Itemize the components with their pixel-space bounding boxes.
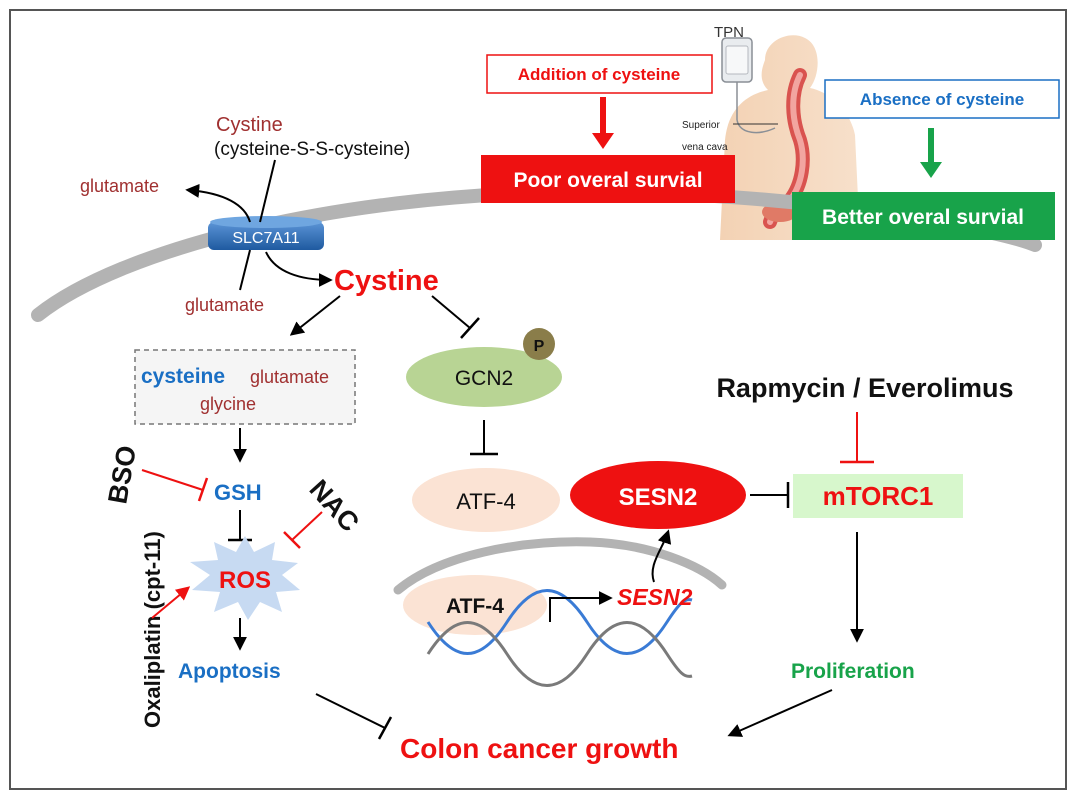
ros-label: ROS	[219, 567, 271, 594]
cystine-to-cysteine-arrow	[289, 295, 341, 336]
addition-cysteine-label: Addition of cysteine	[518, 65, 680, 84]
sesn2-protein-node	[570, 461, 746, 529]
dna-helix	[426, 589, 693, 687]
absence-cysteine-box	[824, 79, 1060, 119]
gsh-label: GSH	[214, 480, 262, 505]
mtorc1-node	[793, 474, 963, 518]
oxaliplatin-to-ros-arrow	[151, 586, 191, 619]
better-survival-box	[792, 192, 1055, 240]
bso-inhibits-gsh	[141, 469, 204, 491]
mtorc1-label: mTORC1	[823, 481, 934, 511]
sesn2-expression-arrow	[651, 529, 672, 583]
tpn-label: TPN	[714, 24, 744, 41]
better-survival-label: Better overal survial	[822, 206, 1024, 229]
bso-inhibits-gsh-bar	[197, 477, 209, 502]
proliferation-label: Proliferation	[791, 660, 915, 683]
absence-cysteine-label: Absence of cysteine	[860, 90, 1024, 109]
cysteine-label: cysteine	[141, 365, 225, 388]
nac-inhibits-ros-bar	[283, 531, 301, 549]
glutamate-in-label: glutamate	[185, 295, 264, 315]
cystine-entry-line	[259, 159, 276, 223]
slc7a11-label: SLC7A11	[232, 230, 299, 247]
poor-survival-box	[481, 155, 735, 203]
glutamate-export-arrow	[185, 183, 251, 223]
cystine-import-arrow	[265, 251, 333, 287]
atf4-nucleus-label: ATF-4	[446, 595, 504, 618]
gcn2-node	[406, 347, 562, 407]
human-body-illustration	[720, 35, 860, 240]
addition-arrow-head	[592, 133, 614, 149]
glycine-label: glycine	[200, 394, 256, 414]
nuclear-membrane	[393, 537, 727, 595]
absence-arrow-head	[920, 162, 942, 178]
apoptosis-inhibits-growth	[315, 693, 386, 729]
vena-cava-label: vena cava	[682, 142, 728, 153]
atf4-cytoplasm-label: ATF-4	[456, 489, 515, 514]
gsh-precursor-box	[134, 349, 356, 425]
sesn2-protein-label: SESN2	[619, 484, 698, 511]
proliferation-to-growth-arrow	[727, 689, 833, 737]
atf4-cytoplasm-node	[412, 468, 560, 532]
sesn2-gene-label: SESN2	[617, 584, 693, 610]
glutamate-import-line	[239, 249, 251, 291]
glutamate-out-label: glutamate	[80, 176, 159, 196]
addition-cysteine-box	[486, 54, 713, 94]
poor-survival-label: Poor overal survial	[513, 169, 702, 192]
slc7a11-transporter	[208, 216, 324, 250]
rapamycin-label: Rapmycin / Everolimus	[716, 373, 1013, 403]
cystine-inhibits-gcn2	[431, 295, 471, 329]
phospho-badge	[523, 328, 555, 360]
tpn-bag-icon	[721, 37, 776, 134]
cystine-extracellular-label: Cystine	[216, 114, 283, 136]
glutamate-box-label: glutamate	[250, 367, 329, 387]
apoptosis-inhibits-growth-bar	[377, 716, 393, 740]
cystine-main-label: Cystine	[334, 265, 439, 297]
apoptosis-label: Apoptosis	[178, 660, 281, 683]
superior-label: Superior	[682, 120, 720, 131]
ros-starburst	[190, 536, 300, 620]
colon-cancer-growth-label: Colon cancer growth	[400, 733, 678, 764]
atf4-nucleus-node	[403, 575, 547, 635]
oxaliplatin-label: Oxaliplatin (cpt-11)	[140, 531, 165, 728]
cystine-inhibits-gcn2-bar	[460, 317, 480, 339]
gcn2-label: GCN2	[455, 367, 513, 390]
phospho-label: P	[534, 338, 545, 355]
nac-inhibits-ros	[291, 511, 323, 541]
cystine-formula-label: (cysteine-S-S-cysteine)	[214, 139, 410, 160]
transcription-arrow	[549, 591, 613, 622]
